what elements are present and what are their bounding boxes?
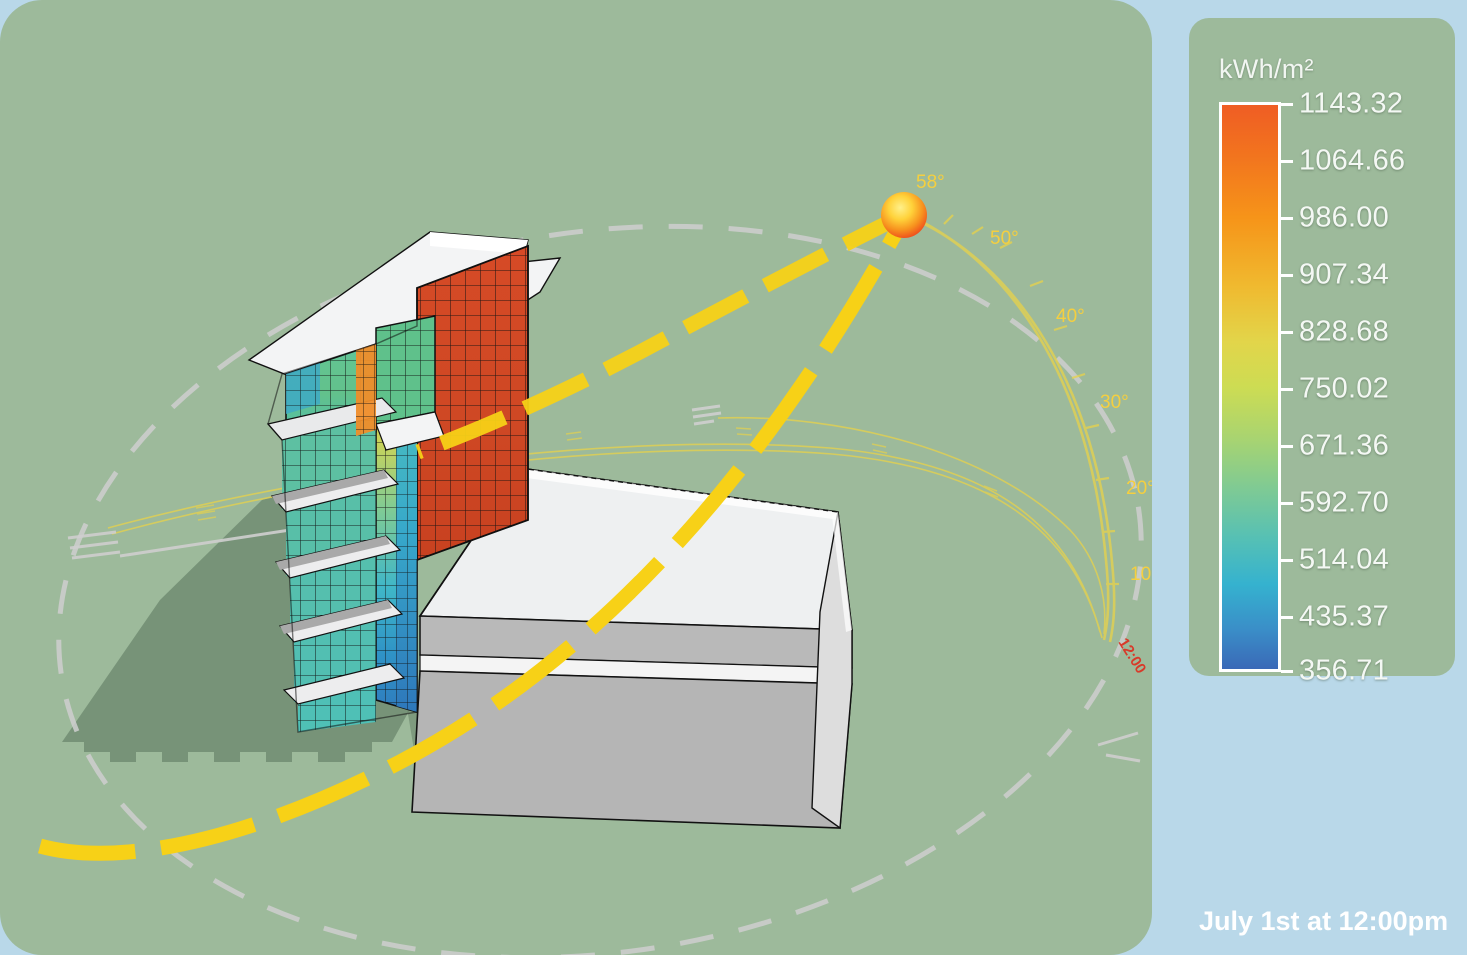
colorbar-label-514: 514.04 <box>1299 543 1389 576</box>
colorbar-gradient <box>1219 102 1281 672</box>
altitude-label-50: 50° <box>990 228 1019 249</box>
colorbar-label-907: 907.34 <box>1299 258 1389 291</box>
colorbar-tick <box>1281 160 1293 163</box>
horizon-markers <box>67 404 1141 763</box>
colorbar-label-671: 671.36 <box>1299 429 1389 462</box>
model-viewport[interactable]: 58° 50° 40° 30° 20° 10° 12:00 <box>0 0 1152 955</box>
altitude-label-20: 20° <box>1126 478 1152 499</box>
altitude-label-40: 40° <box>1056 306 1085 327</box>
colorbar-label-1064: 1064.66 <box>1299 144 1406 177</box>
tower-building <box>247 231 562 733</box>
date-time-caption: July 1st at 12:00pm <box>1199 906 1449 936</box>
legend-box: kWh/m² 1143.32 1064.66 986.00 907.34 828… <box>1189 18 1455 687</box>
colorbar-label-828: 828.68 <box>1299 315 1389 348</box>
colorbar-tick <box>1281 616 1293 619</box>
colorbar-tick <box>1281 274 1293 277</box>
sun-path-arc <box>38 207 913 861</box>
legend-units-label: kWh/m² <box>1219 54 1314 84</box>
colorbar-label-986: 986.00 <box>1299 201 1389 234</box>
colorbar-tick <box>1281 445 1293 448</box>
altitude-label-10: 10° <box>1130 564 1152 585</box>
colorbar-tick <box>1281 670 1293 673</box>
colorbar-label-435: 435.37 <box>1299 600 1389 633</box>
colorbar-tick <box>1281 559 1293 562</box>
scene-svg: 58° 50° 40° 30° 20° 10° 12:00 <box>38 172 1152 955</box>
horizon-compass-circle <box>56 223 1144 955</box>
colorbar-tick <box>1281 331 1293 334</box>
colorbar-label-356: 356.71 <box>1299 654 1389 687</box>
colorbar-tick <box>1281 388 1293 391</box>
sun-marker[interactable] <box>881 192 927 238</box>
altitude-label-58: 58° <box>916 172 945 193</box>
colorbar-label-592: 592.70 <box>1299 486 1389 519</box>
sun-altitude-labels: 58° 50° 40° 30° 20° 10° <box>916 172 1152 585</box>
hour-label-noon: 12:00 <box>1115 635 1150 677</box>
colorbar-tick <box>1281 103 1293 106</box>
legend-panel: kWh/m² 1143.32 1064.66 986.00 907.34 828… <box>1175 0 1467 955</box>
colorbar-tick <box>1281 502 1293 505</box>
altitude-label-30: 30° <box>1100 392 1129 413</box>
colorbar-tick <box>1281 217 1293 220</box>
colorbar-label-1143: 1143.32 <box>1299 87 1404 120</box>
colorbar-label-750: 750.02 <box>1299 372 1389 405</box>
